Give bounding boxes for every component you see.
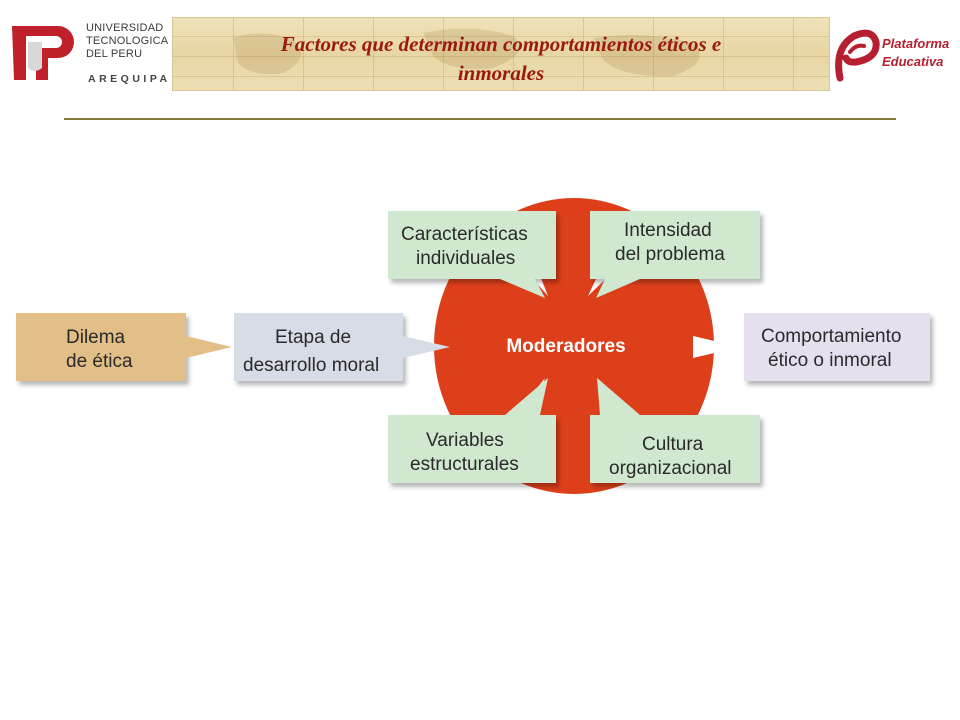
university-line-3: DEL PERU bbox=[86, 48, 143, 60]
structural-variables-line-2: estructurales bbox=[410, 454, 519, 475]
problem-intensity-line-1: Intensidad bbox=[624, 220, 712, 241]
outcome-line-2: ético o inmoral bbox=[768, 350, 892, 371]
structural-variables-box: Variables estructurales bbox=[388, 378, 556, 483]
university-line-2: TECNOLOGICA bbox=[86, 35, 169, 47]
utp-logo-mark-icon bbox=[12, 26, 74, 80]
moral-stage-line-1: Etapa de bbox=[275, 327, 351, 348]
platform-line-1: Plataforma bbox=[882, 36, 950, 51]
university-line-1: UNIVERSIDAD bbox=[86, 22, 164, 34]
platform-logo-mark-icon bbox=[835, 29, 880, 82]
moral-stage-box: Etapa de desarrollo moral bbox=[234, 313, 450, 381]
structural-variables-line-1: Variables bbox=[426, 430, 504, 451]
page-title: Factores que determinan comportamientos … bbox=[203, 30, 799, 88]
organizational-culture-line-1: Cultura bbox=[642, 434, 704, 455]
outcome-box: Comportamiento ético o inmoral bbox=[744, 313, 930, 381]
page-title-line-1: Factores que determinan comportamientos … bbox=[280, 32, 722, 56]
arrow-to-outcome bbox=[693, 336, 740, 358]
outcome-line-1: Comportamiento bbox=[761, 326, 901, 347]
organizational-culture-line-2: organizacional bbox=[609, 458, 732, 479]
platform-line-2: Educativa bbox=[882, 54, 944, 69]
header-divider bbox=[64, 118, 896, 120]
problem-intensity-line-2: del problema bbox=[615, 244, 725, 265]
page-title-line-2: inmorales bbox=[457, 61, 545, 85]
platform-logo: Plataforma Educativa bbox=[832, 28, 952, 84]
problem-intensity-box: Intensidad del problema bbox=[590, 211, 760, 298]
organizational-culture-box: Cultura organizacional bbox=[590, 378, 760, 483]
title-banner: Factores que determinan comportamientos … bbox=[172, 17, 830, 91]
dilemma-line-2: de ética bbox=[66, 351, 133, 372]
moral-stage-line-2: desarrollo moral bbox=[243, 355, 379, 376]
moderators-label: Moderadores bbox=[506, 336, 625, 357]
individual-traits-box: Características individuales bbox=[388, 211, 556, 298]
individual-traits-line-1: Características bbox=[401, 224, 528, 245]
dilemma-box: Dilema de ética bbox=[16, 313, 232, 381]
world-map-icon bbox=[233, 28, 700, 77]
university-city: AREQUIPA bbox=[88, 73, 171, 85]
dilemma-line-1: Dilema bbox=[66, 327, 126, 348]
individual-traits-line-2: individuales bbox=[416, 248, 515, 269]
utp-logo: UNIVERSIDAD TECNOLOGICA DEL PERU AREQUIP… bbox=[8, 18, 178, 88]
